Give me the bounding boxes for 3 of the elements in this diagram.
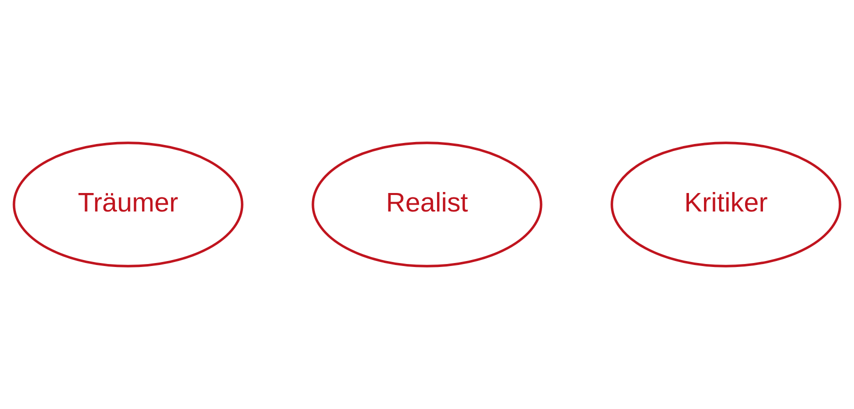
node-ellipse: Kritiker — [610, 142, 842, 268]
node-ellipse: Realist — [312, 142, 542, 268]
node-ellipse: Träumer — [12, 142, 244, 268]
